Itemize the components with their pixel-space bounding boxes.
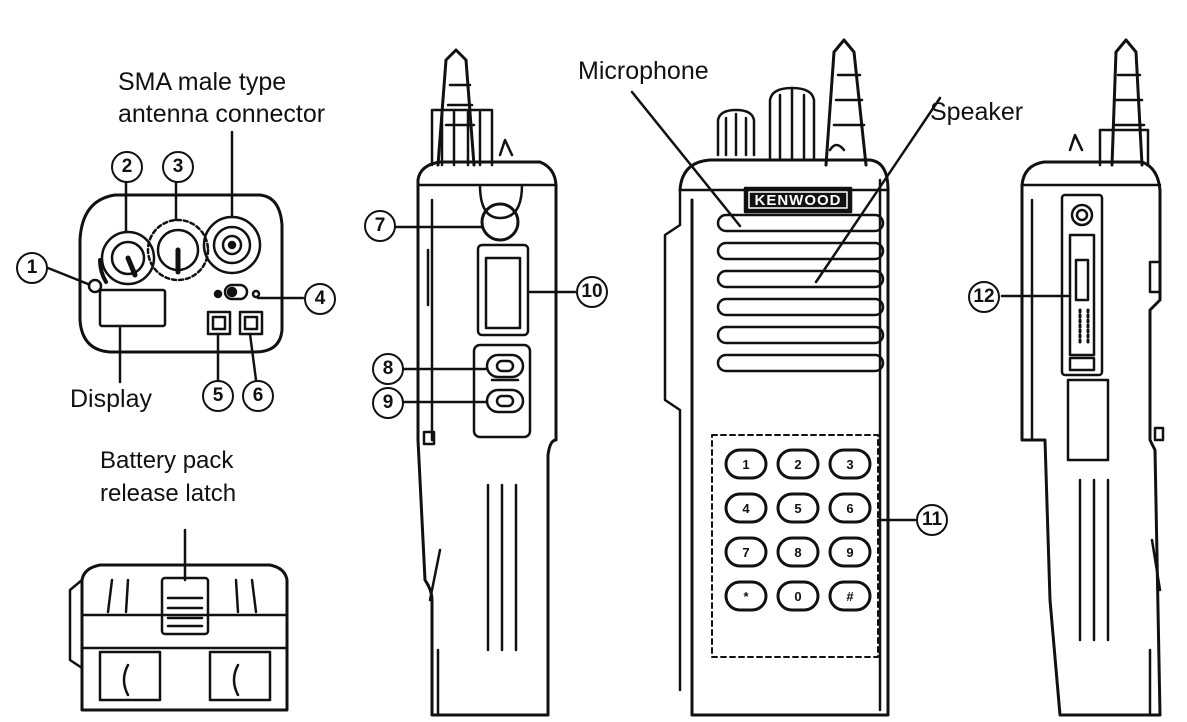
callout-1: 1 <box>16 252 48 284</box>
callout-9: 9 <box>372 387 404 419</box>
antenna-connector-label-line2: antenna connector <box>118 100 326 128</box>
key-0: 0 <box>794 589 801 604</box>
keypad-area <box>711 434 879 658</box>
right-side-view <box>1000 38 1165 717</box>
key-star: * <box>743 589 749 604</box>
key-3: 3 <box>846 457 853 472</box>
channel-knob-icon <box>146 218 210 282</box>
display-label: Display <box>70 385 152 413</box>
selector-switch-icon <box>213 283 261 301</box>
speaker-grille <box>716 213 885 373</box>
monitor-button-icon <box>478 183 524 242</box>
antenna-connector-label-line1: SMA male type <box>118 68 287 96</box>
battery-latch-label-line2: release latch <box>100 480 237 507</box>
key-7: 7 <box>742 545 749 560</box>
led-indicator-icon <box>87 278 103 294</box>
callout-8: 8 <box>372 353 404 385</box>
key-9: 9 <box>846 545 853 560</box>
key-6: 6 <box>846 501 853 516</box>
speaker-label: Speaker <box>930 98 1024 126</box>
top-panel-view <box>46 130 305 384</box>
key-4: 4 <box>742 501 750 516</box>
key-hash: # <box>846 589 854 604</box>
callout-4: 4 <box>304 283 336 315</box>
antenna-connector-icon <box>202 215 262 275</box>
keypad-icon <box>724 448 872 612</box>
aux-button-icon <box>206 310 232 336</box>
display-window <box>98 288 167 328</box>
speaker-mic-jack-icon <box>476 243 530 337</box>
battery-latch-label-line1: Battery pack <box>100 447 234 474</box>
keypad-labels: 1 2 3 4 5 6 7 8 9 * 0 # <box>742 457 854 604</box>
key-2: 2 <box>794 457 801 472</box>
brand-text: KENWOOD <box>755 192 842 209</box>
microphone-label: Microphone <box>578 57 709 85</box>
battery-bottom-view <box>68 528 289 712</box>
side-key-2-icon <box>485 388 525 414</box>
callout-3: 3 <box>162 151 194 183</box>
front-view <box>630 38 942 717</box>
left-side-view <box>394 48 577 717</box>
callout-6: 6 <box>242 380 274 412</box>
callout-7: 7 <box>364 210 396 242</box>
callout-10: 10 <box>576 276 608 308</box>
side-key-1-icon <box>485 353 525 379</box>
callout-11: 11 <box>916 504 948 536</box>
accessory-connector-icon <box>1060 193 1104 377</box>
volume-knob-icon <box>98 230 156 286</box>
key-5: 5 <box>794 501 801 516</box>
callout-12: 12 <box>968 281 1000 313</box>
key-1: 1 <box>742 457 749 472</box>
key-8: 8 <box>794 545 801 560</box>
release-latch-icon <box>160 576 210 636</box>
aux-button-icon <box>238 310 264 336</box>
callout-5: 5 <box>202 380 234 412</box>
callout-2: 2 <box>111 151 143 183</box>
